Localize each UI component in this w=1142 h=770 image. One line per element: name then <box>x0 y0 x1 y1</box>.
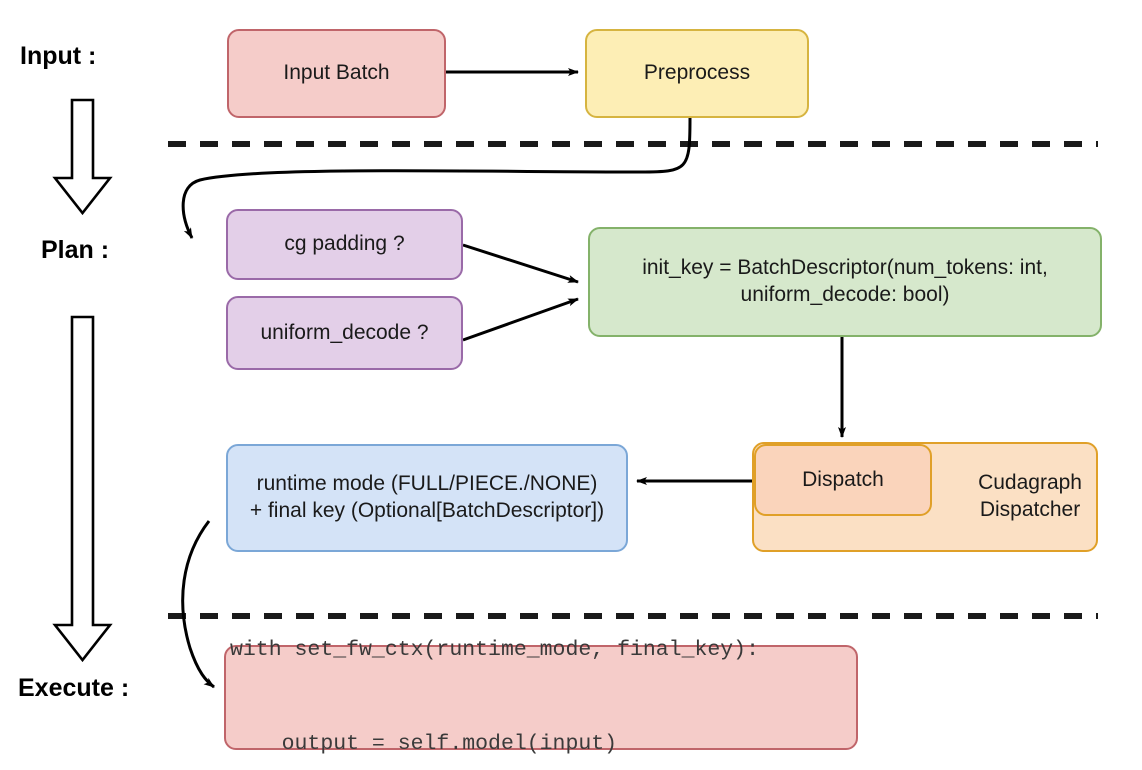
connector-preprocess-to-cg-padding <box>181 117 692 239</box>
stage-label-plan: Plan : <box>41 236 110 264</box>
connector-uniform-decode-to-init-key <box>462 297 579 342</box>
node-input-batch-label: Input Batch <box>283 61 390 85</box>
node-init-key[interactable]: init_key = BatchDescriptor(num_tokens: i… <box>588 227 1102 337</box>
node-uniform-decode-label: uniform_decode ? <box>260 320 429 344</box>
node-runtime-mode[interactable]: runtime mode (FULL/PIECE./NONE) + final … <box>226 444 628 552</box>
stage-label-input: Input : <box>20 42 97 70</box>
node-cg-padding-label: cg padding ? <box>284 232 405 256</box>
input-to-plan-arrow <box>52 98 113 216</box>
node-execute-code-text: with set_fw_ctx(runtime_mode, final_key)… <box>230 638 759 756</box>
node-preprocess[interactable]: Preprocess <box>585 29 809 118</box>
node-dispatch[interactable]: Dispatch <box>754 444 932 516</box>
node-input-batch[interactable]: Input Batch <box>227 29 446 118</box>
stage-label-execute: Execute : <box>18 674 130 702</box>
node-dispatch-label: Dispatch <box>802 467 884 491</box>
node-cg-padding[interactable]: cg padding ? <box>226 209 463 280</box>
connector-runtime-mode-to-execute-code <box>181 520 215 689</box>
node-preprocess-label: Preprocess <box>643 61 751 85</box>
node-uniform-decode[interactable]: uniform_decode ? <box>226 296 463 370</box>
plan-to-execute-arrow <box>52 315 113 663</box>
node-runtime-mode-label: runtime mode (FULL/PIECE./NONE) + final … <box>249 472 605 522</box>
connector-cg-padding-to-init-key <box>462 243 579 284</box>
node-execute-code[interactable]: with set_fw_ctx(runtime_mode, final_key)… <box>224 638 858 756</box>
node-cudagraph-dispatcher-label: Cudagraph Dispatcher <box>978 471 1082 521</box>
node-init-key-label: init_key = BatchDescriptor(num_tokens: i… <box>642 256 1048 306</box>
